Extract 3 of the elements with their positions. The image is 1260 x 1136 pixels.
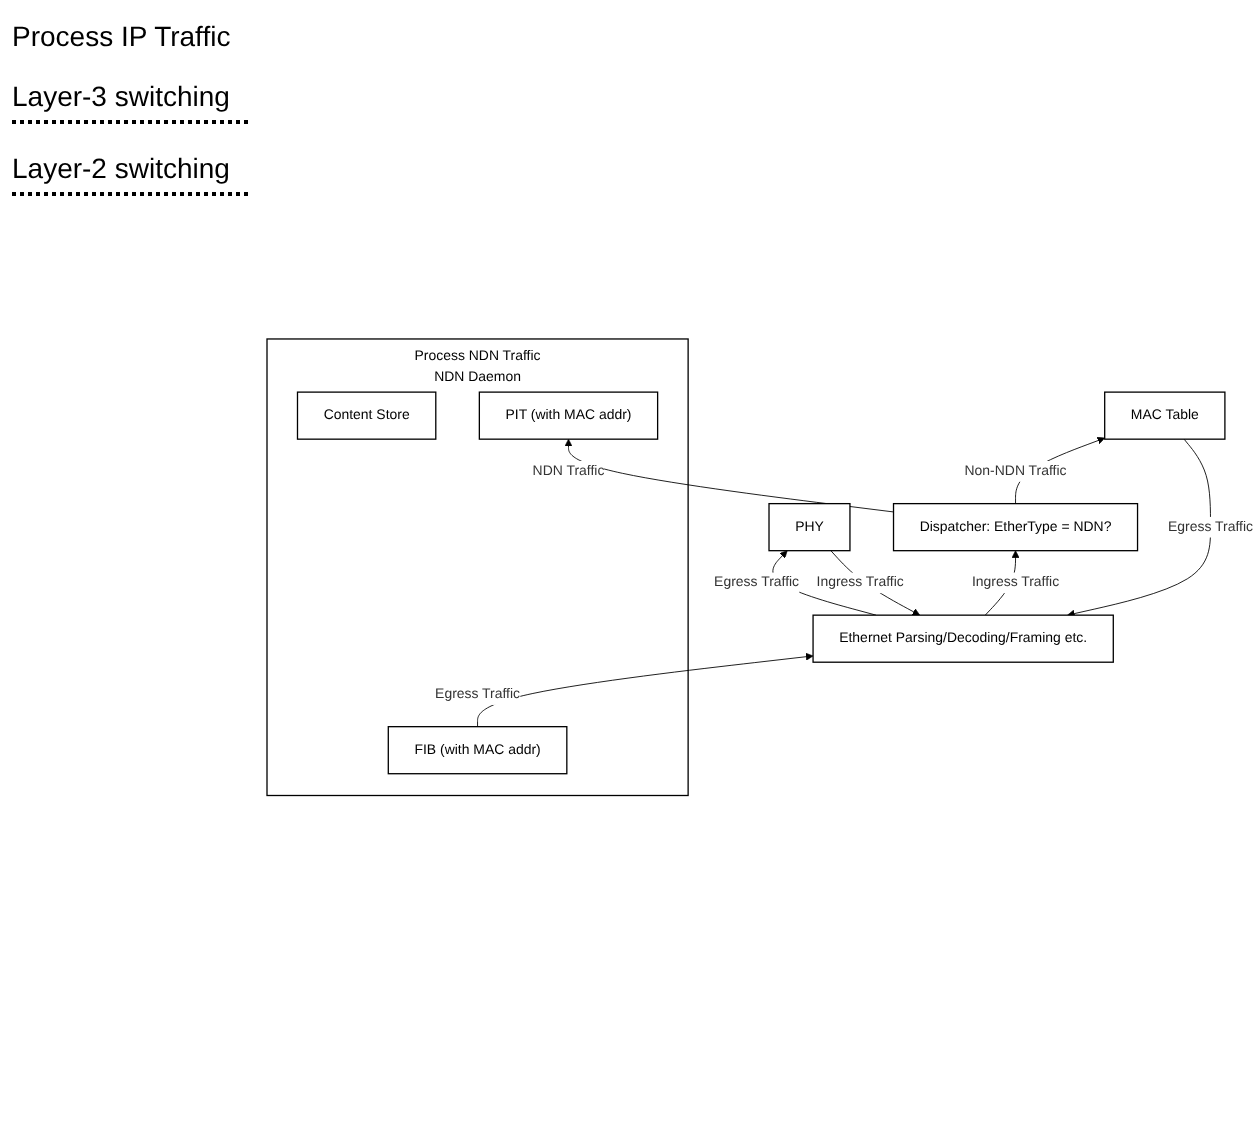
layer-label: Layer-2 switching <box>12 152 248 196</box>
layer-label: Layer-3 switching <box>12 80 248 124</box>
region-label: Process IP Traffic <box>12 20 233 52</box>
